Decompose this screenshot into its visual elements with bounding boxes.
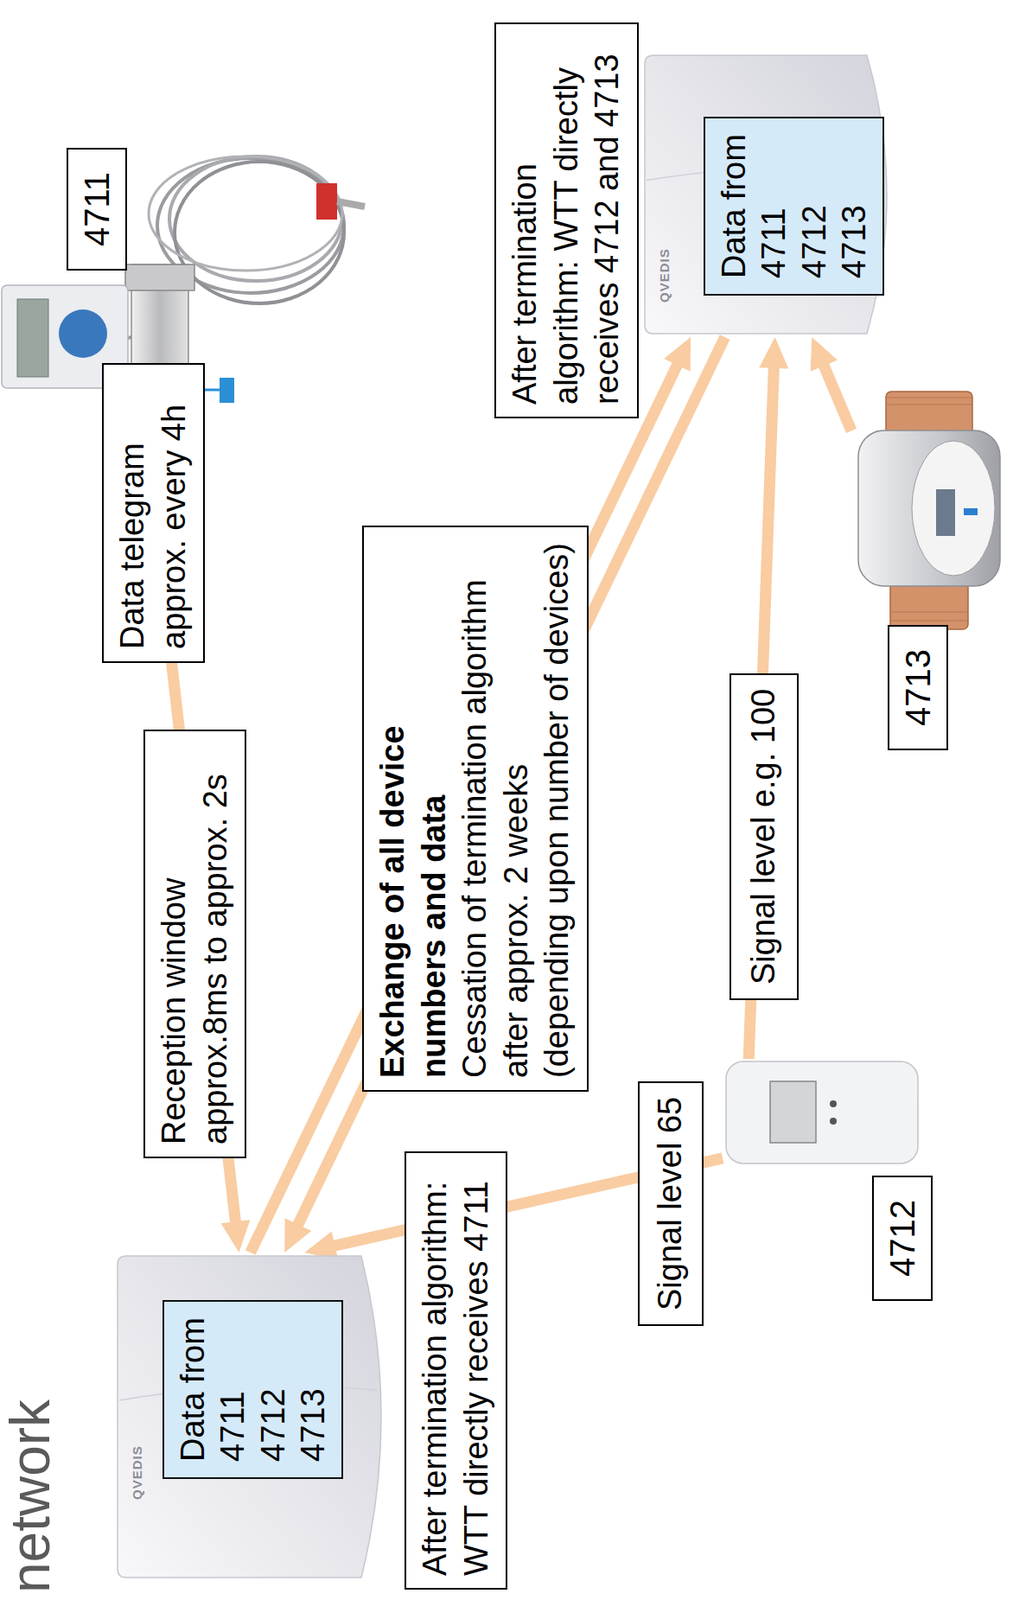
node-text: Cessation of termination algorithm after…	[454, 539, 537, 1078]
wtt-device: QVEDIS Data from4711 4712 4713	[110, 1252, 396, 1581]
drawing-part	[58, 309, 108, 358]
device-number: 4712	[872, 1175, 933, 1301]
drawing-part	[885, 404, 973, 406]
drawing-part	[117, 1255, 382, 1578]
drawing-part	[829, 1117, 837, 1125]
drawing-part	[726, 1061, 918, 1164]
device-number: 4711	[66, 147, 128, 271]
node-text: 4711 4712 4713	[212, 1369, 333, 1462]
data-display: Data from4711 4712 4713	[703, 116, 885, 296]
drawing-part	[770, 1081, 816, 1143]
node-text: Data from	[172, 1317, 213, 1462]
arrow-line	[250, 360, 680, 1253]
data-display: Data from4711 4712 4713	[162, 1299, 344, 1479]
drawing-part	[644, 55, 887, 334]
drawing-part	[337, 201, 365, 207]
signal-box: Signal level 65	[637, 1081, 704, 1326]
node-text: After termination algorithm: WTT directl…	[504, 36, 629, 405]
signal-box: Signal level e.g. 100	[729, 673, 799, 1001]
drawing-part	[1, 285, 128, 389]
arrow-head	[810, 337, 838, 372]
note-box: After termination algorithm: WTT directl…	[404, 1151, 508, 1590]
drawing-part	[316, 183, 338, 220]
drawing-part	[890, 611, 969, 613]
drawing-part	[890, 581, 969, 630]
node-text: 4711 4712 4713	[753, 186, 874, 279]
radio-distributor: 4712	[722, 1058, 941, 1301]
drawing-part	[219, 377, 235, 403]
drawing-part	[936, 489, 956, 536]
node-text: (depending upon number of devices)	[536, 539, 579, 1078]
diagram-title: network	[0, 1399, 61, 1593]
note-box: After termination algorithm: WTT directl…	[494, 22, 639, 419]
signal-arrow	[810, 337, 852, 431]
drawing-part	[188, 388, 220, 392]
arrow-line	[821, 361, 852, 432]
arrow-head	[758, 337, 789, 370]
note-box: Data telegram approx. every 4h	[101, 363, 205, 663]
arrow-head	[663, 337, 691, 372]
drawing-part	[911, 440, 995, 576]
brand-logo: QVEDIS	[129, 1445, 147, 1500]
drawing-part	[890, 620, 969, 622]
drawing-part	[885, 391, 973, 435]
drawing-part	[858, 430, 1001, 587]
drawing-part	[885, 397, 973, 399]
device-number: 4713	[887, 624, 949, 751]
drawing-part	[125, 402, 195, 429]
drawing-part	[963, 508, 978, 516]
wtt-device: QVEDIS Data from4711 4712 4713	[637, 51, 902, 338]
node-text: Signal level e.g. 100	[743, 688, 785, 985]
brand-logo: QVEDIS	[656, 248, 674, 303]
node-text: Data from	[713, 133, 754, 279]
drawing-part	[17, 299, 49, 377]
arrow-head	[221, 1219, 251, 1253]
drawing-part	[148, 156, 343, 271]
note-box: Exchange of all device numbers and dataC…	[362, 525, 589, 1092]
node-text: Reception window approx.8ms to approx. 2…	[153, 743, 236, 1145]
note-box: Reception window approx.8ms to approx. 2…	[143, 729, 247, 1159]
arrow-head	[284, 1217, 312, 1253]
node-text: Exchange of all device numbers and data	[372, 676, 455, 1078]
drawing-part	[174, 161, 345, 304]
signal-arrow	[250, 337, 691, 1253]
node-text: After termination algorithm: WTT directl…	[414, 1165, 497, 1576]
node-text: Signal level 65	[649, 1096, 692, 1311]
node-text: Data telegram approx. every 4h	[112, 376, 195, 650]
drawing-part	[125, 264, 195, 291]
water-meter: 4713	[851, 387, 1007, 751]
drawing-part	[829, 1100, 837, 1108]
